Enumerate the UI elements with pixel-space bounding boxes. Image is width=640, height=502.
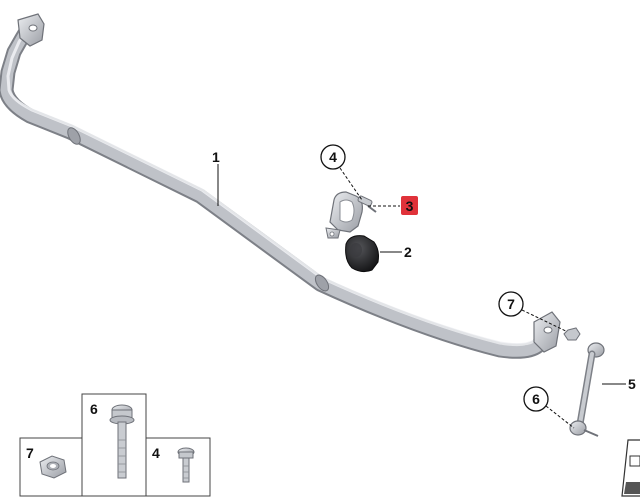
highlight-badge [401, 196, 418, 215]
table-label-4: 4 [152, 445, 160, 461]
stabilizer-bracket [325, 191, 363, 239]
diagram-corner-icon [621, 439, 640, 497]
rubber-bushing [345, 235, 379, 273]
nut-illustration [39, 455, 67, 479]
callout-4: 4 [329, 149, 337, 165]
link-upper-nut [563, 327, 581, 341]
callout-2: 2 [404, 244, 412, 260]
callout-7-group: 7 [498, 291, 573, 335]
bar-end-mount-right [533, 311, 561, 353]
table-label-7: 7 [26, 445, 34, 461]
callout-1: 1 [212, 149, 220, 165]
stabilizer-bar [0, 20, 554, 359]
long-bolt-illustration [109, 404, 135, 479]
callout-3-group[interactable]: 3 [368, 196, 418, 215]
callout-6: 6 [532, 391, 540, 407]
stabilizer-link [569, 342, 605, 437]
callout-5: 5 [628, 376, 636, 392]
bar-end-mount-left [17, 13, 45, 47]
parts-table: 6 7 4 [19, 393, 211, 497]
short-bolt-illustration [177, 447, 195, 483]
callout-4-group: 4 [320, 144, 363, 201]
table-label-6: 6 [90, 401, 98, 417]
table-cell-nut [19, 437, 83, 497]
callout-3: 3 [406, 198, 414, 214]
callout-6-group: 6 [523, 386, 575, 429]
table-cell-bolt-short [145, 437, 211, 497]
callout-7: 7 [507, 296, 515, 312]
